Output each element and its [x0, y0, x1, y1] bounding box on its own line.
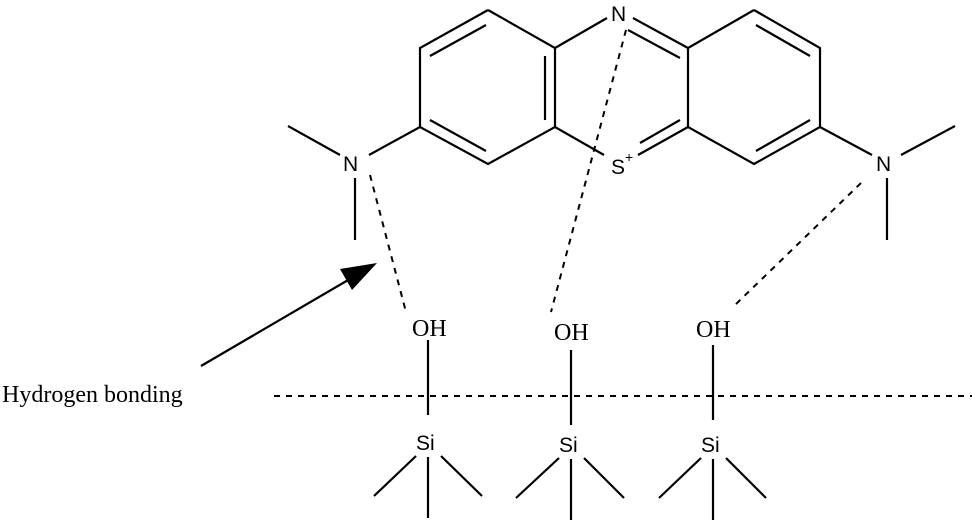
- hydroxyl-label: OH: [412, 316, 447, 342]
- hydroxyl-label: OH: [554, 320, 589, 346]
- central-ring-bonds: [554, 17, 689, 156]
- left-dimethylamino: [287, 125, 421, 240]
- right-ring: [686, 9, 822, 166]
- hydrogen-bond-dashes: [369, 29, 862, 313]
- arrow-icon: [200, 263, 377, 367]
- hydrogen-bonding-label: Hydrogen bonding: [2, 382, 183, 408]
- silanol-2: OH Si: [515, 320, 625, 520]
- silicon-label: Si: [559, 434, 578, 457]
- right-amine-nitrogen-label: N: [876, 153, 891, 176]
- left-amine-nitrogen-label: N: [343, 153, 358, 176]
- silanol-1: OH Si: [373, 316, 483, 518]
- silicon-label: Si: [701, 434, 720, 457]
- ring-sulfur-label: S: [611, 156, 625, 179]
- silicon-label: Si: [416, 432, 435, 455]
- right-dimethylamino: [819, 125, 956, 240]
- left-ring: [418, 9, 557, 166]
- positive-charge-label: +: [625, 149, 633, 165]
- silanol-3: OH Si: [658, 317, 767, 520]
- hydroxyl-label: OH: [696, 317, 731, 343]
- ring-nitrogen-label: N: [611, 3, 626, 26]
